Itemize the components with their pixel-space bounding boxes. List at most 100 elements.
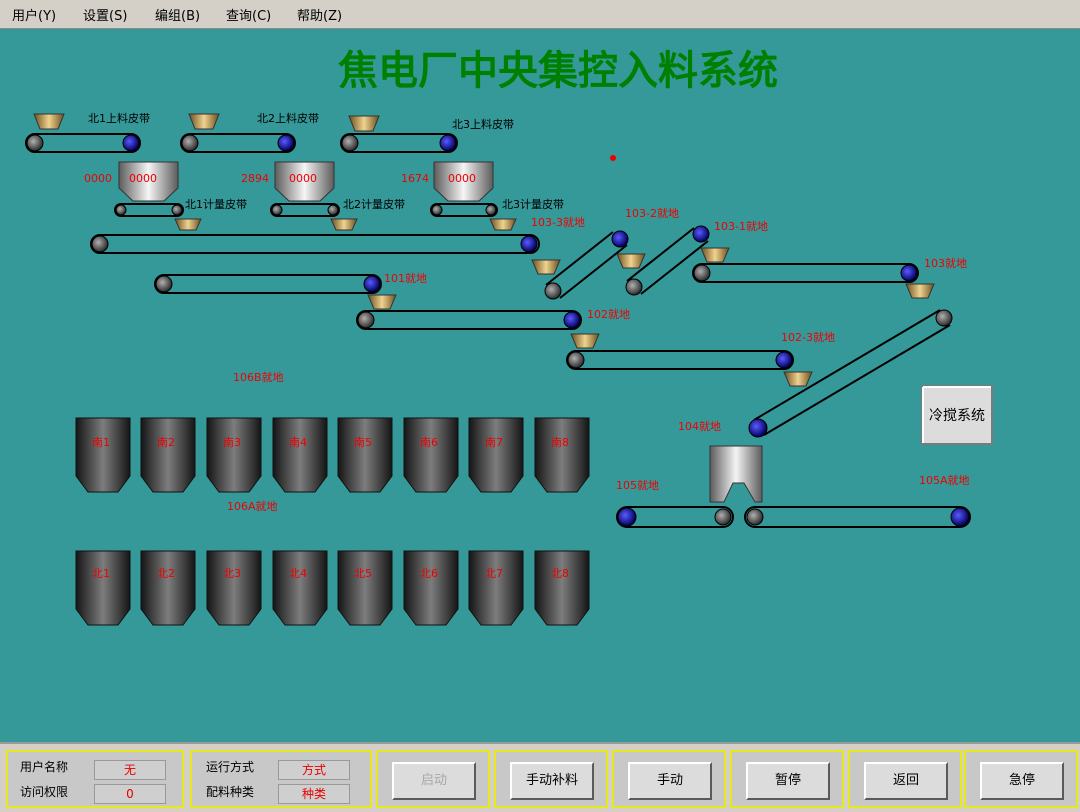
belt-103-2[interactable]: [544, 230, 629, 300]
cooling-system-button[interactable]: 冷搅系统: [921, 385, 993, 445]
belt-101[interactable]: [154, 274, 382, 294]
alarm-indicator: [610, 155, 616, 161]
belt-103-1[interactable]: [625, 225, 710, 296]
user-name-value: 无: [94, 760, 166, 780]
bunker-top-7[interactable]: 南7: [468, 417, 524, 493]
belt-102-3[interactable]: [566, 350, 794, 370]
scale-belt-label-2: 北2计量皮带: [343, 198, 405, 211]
menu-group[interactable]: 编组(B): [155, 9, 201, 24]
scale-hopper-1: 0000: [118, 161, 179, 202]
bunker-top-1[interactable]: 南1: [75, 417, 131, 493]
back-button[interactable]: 返回: [864, 762, 948, 800]
scale-reading-3: 1674: [401, 172, 429, 185]
bunker-top-3[interactable]: 南3: [206, 417, 262, 493]
funnel-103-1: [700, 247, 730, 263]
belt-103[interactable]: [692, 263, 919, 283]
bunker-top-2[interactable]: 南2: [140, 417, 196, 493]
upper-belt-label-1: 北1上料皮带: [88, 111, 150, 125]
belt-103-3[interactable]: [90, 234, 540, 254]
emergency-stop-button[interactable]: 急停: [980, 762, 1064, 800]
start-button[interactable]: 启动: [392, 762, 476, 800]
funnel-103-2: [616, 253, 646, 269]
control-footer: 用户名称 无 访问权限 0 运行方式 方式 配料种类 种类 启动 手动补料 手动…: [0, 742, 1080, 812]
pause-slot: 暂停: [730, 750, 844, 808]
belt-102[interactable]: [356, 310, 582, 330]
label-106a: 106A就地: [227, 499, 278, 513]
bunker-label: 南5: [354, 436, 372, 449]
funnel-upper-1: [33, 113, 65, 130]
label-103-3: 103-3就地: [531, 215, 585, 229]
user-info-panel: 用户名称 无 访问权限 0: [6, 750, 184, 808]
bunker-label: 南2: [157, 436, 175, 449]
run-info-panel: 运行方式 方式 配料种类 种类: [190, 750, 372, 808]
material-type-value: 种类: [278, 784, 350, 804]
scale-belt-label-3: 北3计量皮带: [502, 198, 564, 211]
bunker-top-4[interactable]: 南4: [272, 417, 328, 493]
bunker-bottom-4[interactable]: 北4: [272, 550, 328, 626]
back-slot: 返回: [848, 750, 962, 808]
material-type-label: 配料种类: [206, 785, 255, 799]
bunker-label: 南4: [289, 436, 307, 449]
funnel-103: [905, 283, 935, 299]
label-101: 101就地: [384, 271, 427, 285]
scale-belt-2[interactable]: [270, 203, 340, 217]
scale-belt-1[interactable]: [114, 203, 184, 217]
menu-bar: 用户(Y) 设置(S) 编组(B) 查询(C) 帮助(Z): [0, 0, 1080, 29]
belt-105[interactable]: [616, 506, 734, 528]
manual-feed-button[interactable]: 手动补料: [510, 762, 594, 800]
upper-belt-3[interactable]: [340, 133, 458, 153]
bunker-bottom-3[interactable]: 北3: [206, 550, 262, 626]
scale-hopper-2: 0000: [274, 161, 335, 202]
upper-belt-2[interactable]: [180, 133, 296, 153]
bunker-bottom-1[interactable]: 北1: [75, 550, 131, 626]
funnel-103-3: [531, 259, 561, 275]
scale-display-1: 0000: [129, 172, 157, 185]
pause-button[interactable]: 暂停: [746, 762, 830, 800]
run-mode-label: 运行方式: [206, 760, 255, 774]
bunker-label: 南3: [223, 436, 241, 449]
bunker-label: 北4: [289, 567, 307, 580]
bunker-bottom-2[interactable]: 北2: [140, 550, 196, 626]
funnel-upper-3: [348, 115, 380, 132]
funnel-102: [570, 333, 600, 349]
start-slot: 启动: [376, 750, 490, 808]
bunker-label: 北3: [223, 567, 241, 580]
label-103-1: 103-1就地: [714, 219, 768, 233]
menu-user[interactable]: 用户(Y): [12, 9, 57, 24]
scale-reading-2: 2894: [241, 172, 269, 185]
scale-belt-3[interactable]: [430, 203, 498, 217]
label-103: 103就地: [924, 256, 967, 270]
funnel-102-3: [783, 371, 813, 387]
bunker-label: 北7: [485, 567, 503, 580]
bunker-label: 北1: [92, 567, 110, 580]
bunker-bottom-5[interactable]: 北5: [337, 550, 393, 626]
belt-104[interactable]: [748, 309, 953, 438]
bunker-label: 北8: [551, 567, 569, 580]
menu-query[interactable]: 查询(C): [226, 9, 272, 24]
label-102-3: 102-3就地: [781, 330, 835, 344]
funnel-scale-3: [489, 218, 517, 231]
scale-reading-1: 0000: [84, 172, 112, 185]
menu-help[interactable]: 帮助(Z): [297, 9, 343, 24]
menu-settings[interactable]: 设置(S): [83, 9, 128, 24]
bunker-bottom-7[interactable]: 北7: [468, 550, 524, 626]
bunker-label: 南6: [420, 436, 438, 449]
manual-feed-slot: 手动补料: [494, 750, 608, 808]
funnel-scale-2: [330, 218, 358, 231]
label-102: 102就地: [587, 307, 630, 321]
funnel-upper-2: [188, 113, 220, 130]
bunker-bottom-8[interactable]: 北8: [534, 550, 590, 626]
bunker-top-6[interactable]: 南6: [403, 417, 459, 493]
bunker-bottom-6[interactable]: 北6: [403, 550, 459, 626]
access-level-label: 访问权限: [20, 785, 69, 799]
scada-diagram: 焦电厂中央集控入料系统 北1上料皮带 北2上料皮带 北3上料皮带 0000 00…: [25, 48, 993, 626]
bunker-top-8[interactable]: 南8: [534, 417, 590, 493]
upper-belt-1[interactable]: [25, 133, 141, 153]
manual-button[interactable]: 手动: [628, 762, 712, 800]
label-106b: 106B就地: [233, 370, 284, 384]
label-105: 105就地: [616, 478, 659, 492]
belt-105a[interactable]: [744, 506, 971, 528]
user-name-label: 用户名称: [20, 760, 69, 774]
page-title: 焦电厂中央集控入料系统: [338, 48, 778, 94]
bunker-top-5[interactable]: 南5: [337, 417, 393, 493]
